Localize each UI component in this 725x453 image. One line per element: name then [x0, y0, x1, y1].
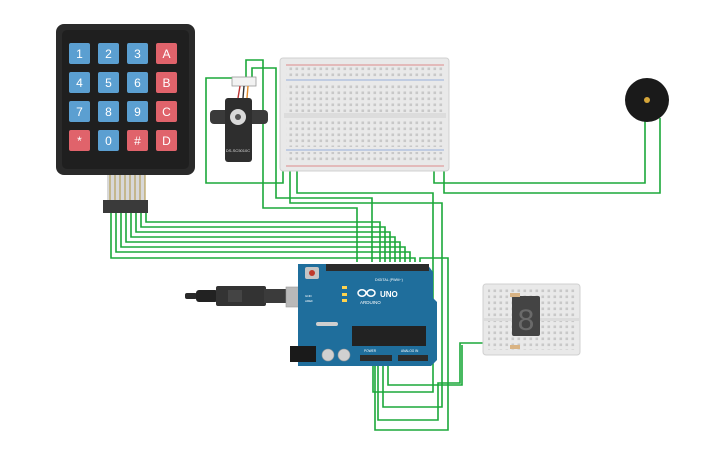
wire: [289, 168, 443, 408]
key-label: 4: [76, 76, 83, 90]
key-7[interactable]: 7: [69, 101, 90, 122]
arduino-model: UNO: [380, 290, 398, 299]
resistor: [510, 293, 520, 297]
usb-cable: [185, 286, 317, 308]
key-2[interactable]: 2: [98, 43, 119, 64]
keypad-keys: 1 2 3 A 4 5 6 B 7 8 9 C * 0 # D: [69, 43, 177, 151]
wire: [130, 212, 396, 262]
digital-label: DIGITAL (PWM~): [375, 278, 403, 282]
analog-header: [398, 355, 428, 361]
ribbon-cable: [107, 175, 145, 200]
key-label: 7: [76, 105, 83, 119]
digital-header: [326, 264, 429, 271]
key-label: D: [162, 134, 171, 148]
resistor: [510, 345, 520, 349]
power-header: [360, 355, 392, 361]
capacitor: [337, 348, 351, 362]
servo-connector: [231, 76, 257, 87]
key-6[interactable]: 6: [127, 72, 148, 93]
key-0[interactable]: 0: [98, 130, 119, 151]
key-C[interactable]: C: [156, 101, 177, 122]
crystal: [316, 322, 338, 326]
key-label: A: [162, 47, 170, 61]
status-leds: [342, 286, 347, 302]
wire: [387, 345, 463, 386]
aref-label: AREF: [305, 299, 313, 303]
key-label: 1: [76, 47, 83, 61]
key-label: B: [162, 76, 170, 90]
key-#[interactable]: #: [127, 130, 148, 151]
wire: [377, 342, 514, 421]
key-label: 8: [105, 105, 112, 119]
wire: [245, 59, 358, 262]
wire: [125, 212, 401, 262]
atmega-chip: [352, 326, 426, 346]
key-5[interactable]: 5: [98, 72, 119, 93]
buzzer-center: [644, 97, 650, 103]
arduino-brand: ARDUINO: [360, 300, 381, 305]
key-label: #: [134, 134, 141, 148]
wire: [374, 257, 449, 431]
seven-segment-body: [512, 296, 540, 336]
seven-segment-digit: 8: [518, 304, 535, 337]
key-label: *: [77, 134, 82, 148]
key-label: 3: [134, 47, 141, 61]
key-label: 6: [134, 76, 141, 90]
wire: [443, 118, 661, 194]
analog-label: ANALOG IN: [401, 349, 419, 353]
power-label: POWER: [364, 349, 377, 353]
wire: [120, 212, 406, 262]
key-3[interactable]: 3: [127, 43, 148, 64]
breadboard-large: [279, 57, 450, 172]
wire: [433, 118, 646, 184]
key-1[interactable]: 1: [69, 43, 90, 64]
keypad-header: [103, 200, 148, 213]
keypad-ribbon: [103, 175, 148, 213]
key-label: 2: [105, 47, 112, 61]
servo-label: DS-SC5010C: [226, 148, 250, 153]
arduino-uno: DIGITAL (PWM~) UNO ARDUINO AREF GND POWE…: [290, 264, 437, 366]
wire: [140, 212, 386, 262]
key-D[interactable]: D: [156, 130, 177, 151]
key-B[interactable]: B: [156, 72, 177, 93]
key-8[interactable]: 8: [98, 101, 119, 122]
key-label: 0: [105, 134, 112, 148]
key-9[interactable]: 9: [127, 101, 148, 122]
capacitor: [321, 348, 335, 362]
key-label: 9: [134, 105, 141, 119]
keypad: 1 2 3 A 4 5 6 B 7 8 9 C * 0 # D: [56, 24, 195, 213]
key-label: 5: [105, 76, 112, 90]
buzzer: [625, 78, 669, 122]
wire: [145, 212, 381, 262]
key-4[interactable]: 4: [69, 72, 90, 93]
arduino-logo: [357, 289, 376, 297]
key-label: C: [162, 105, 171, 119]
wire: [115, 212, 411, 262]
power-jack: [290, 346, 316, 362]
key-A[interactable]: A: [156, 43, 177, 64]
key-*[interactable]: *: [69, 130, 90, 151]
wire: [205, 77, 284, 184]
gnd-label: GND: [305, 294, 313, 298]
wire: [251, 67, 373, 262]
reset-button[interactable]: [309, 270, 315, 276]
seven-segment-display: 8: [510, 293, 540, 349]
servo: DS-SC5010C: [210, 76, 268, 162]
wire: [135, 212, 391, 262]
wire: [110, 212, 416, 262]
